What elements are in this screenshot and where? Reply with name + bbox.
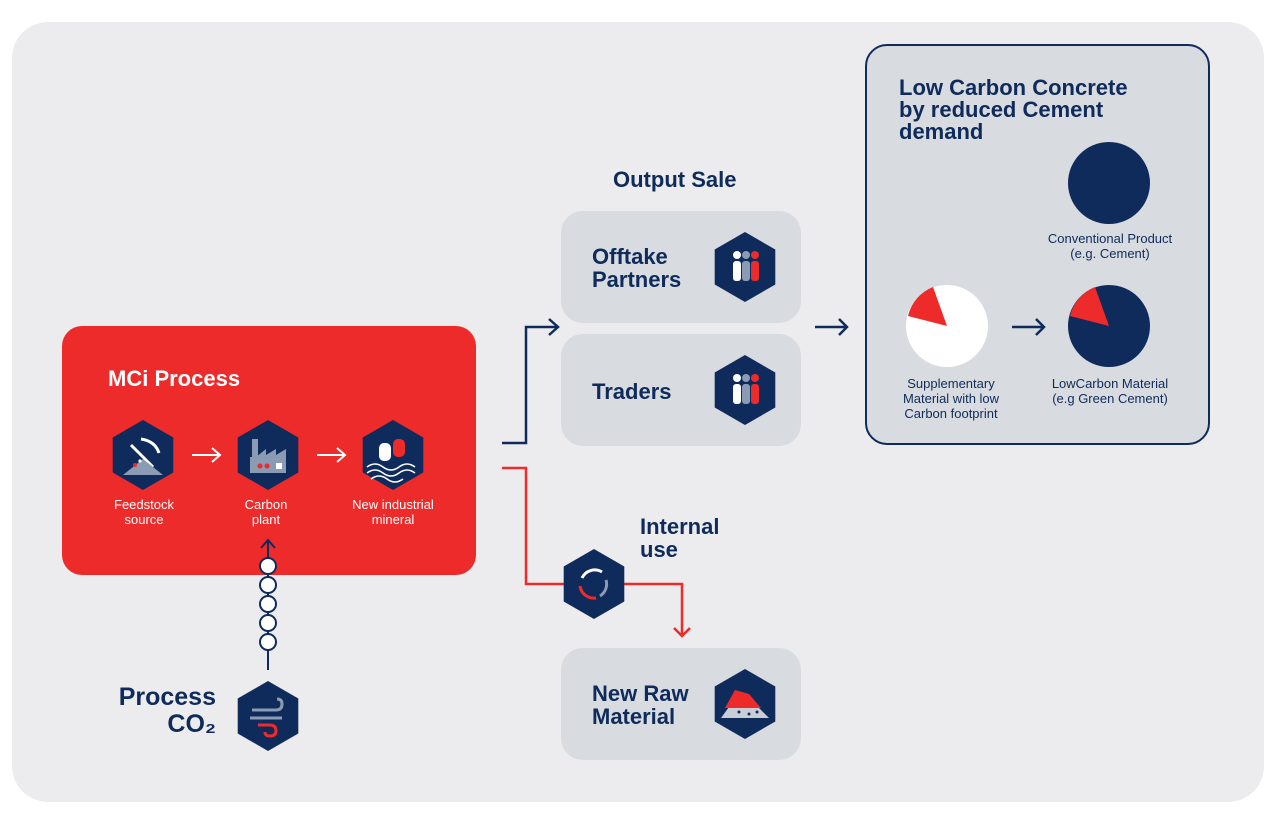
- factory-icon: [237, 420, 299, 490]
- arrow-supplementary-to-lowcarbon: [1012, 318, 1046, 336]
- internal-connector: [502, 466, 691, 638]
- output-sale-title: Output Sale: [613, 167, 737, 192]
- mci-process-title: MCi Process: [108, 366, 241, 391]
- material-pile-icon: [714, 669, 776, 739]
- process-arrows: [192, 447, 347, 463]
- conventional-product-label: Conventional Product(e.g. Cement): [1047, 231, 1173, 261]
- pickaxe-icon: [112, 420, 174, 490]
- low-carbon-concrete-box: [865, 44, 1210, 445]
- lowcarbon-material-label: LowCarbon Material(e.g Green Cement): [1051, 376, 1169, 406]
- lowcarbon-pie: [1068, 285, 1150, 367]
- mineral-rolls-icon: [362, 420, 424, 490]
- to-low-carbon-arrow: [815, 318, 849, 336]
- wind-icon: [237, 681, 299, 751]
- co2-chain: [259, 538, 277, 670]
- output-connector: [502, 318, 560, 445]
- offtake-people-icon: [714, 232, 776, 302]
- traders-label: Traders: [592, 379, 672, 404]
- supplementary-pie: [906, 285, 988, 367]
- traders-people-icon: [714, 355, 776, 425]
- conventional-product-pie: [1068, 142, 1150, 224]
- recycle-icon: [563, 549, 625, 619]
